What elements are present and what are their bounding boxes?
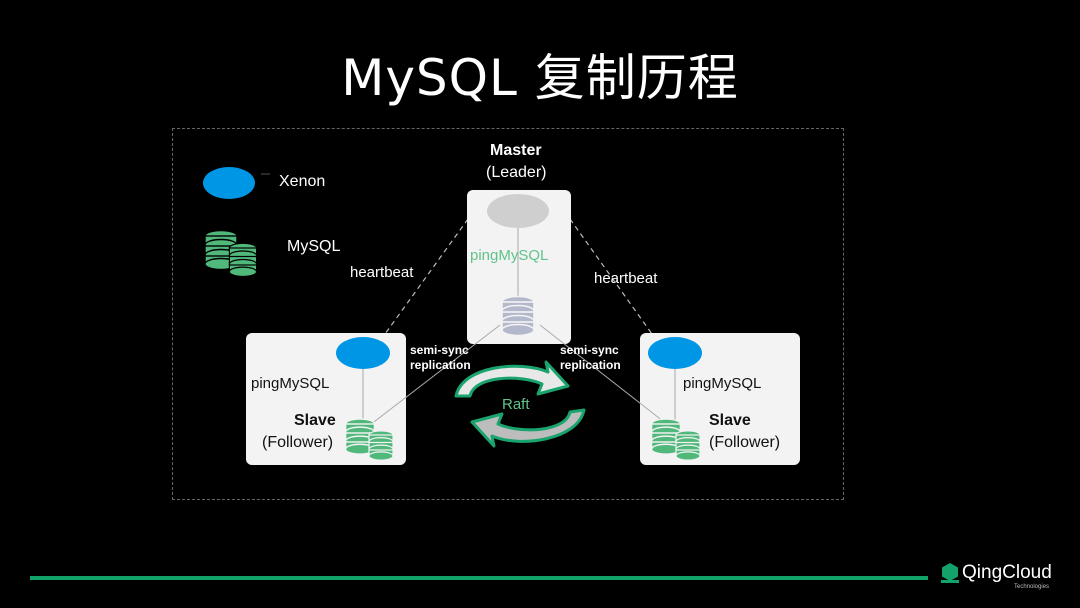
footer-divider bbox=[30, 576, 928, 580]
master-xenon bbox=[487, 194, 549, 228]
legend-mysql-label: MySQL bbox=[287, 238, 341, 255]
slave-left-ping-label: pingMySQL bbox=[251, 375, 330, 392]
raft-arrow-bottom bbox=[470, 408, 586, 448]
slave-left-role-sub-label: (Follower) bbox=[262, 434, 334, 451]
qingcloud-logo-icon bbox=[941, 563, 959, 583]
replication-link-right bbox=[539, 324, 669, 426]
heartbeat-label-right: heartbeat bbox=[594, 270, 658, 287]
diagram-frame bbox=[172, 128, 844, 500]
brand-subtitle: Technologies bbox=[1014, 584, 1050, 590]
master-role-sub-label: (Leader) bbox=[486, 164, 547, 181]
raft-cycle-icon bbox=[454, 360, 586, 448]
heartbeat-link-left bbox=[384, 218, 469, 335]
master-role-label: Master bbox=[490, 142, 542, 159]
heartbeat-link-right bbox=[569, 218, 653, 335]
brand-name: QingCloud bbox=[962, 562, 1052, 583]
master-ping-label: pingMySQL bbox=[470, 247, 549, 264]
slave-left-role-label: Slave bbox=[294, 412, 336, 429]
heartbeat-label-left: heartbeat bbox=[350, 264, 414, 281]
slave-left-xenon bbox=[336, 337, 390, 369]
master-node bbox=[467, 190, 571, 344]
raft-arrow-top bbox=[454, 360, 570, 398]
master-mysql-db bbox=[501, 295, 535, 337]
page-title: MySQL 复制历程 bbox=[341, 49, 739, 107]
replication-link-left bbox=[369, 324, 501, 426]
slave-right-role-label: Slave bbox=[709, 412, 751, 429]
legend-xenon-symbol bbox=[203, 167, 255, 199]
raft-label: Raft bbox=[502, 396, 530, 413]
slave-right-role-sub-label: (Follower) bbox=[709, 434, 781, 451]
semi-sync-label-left: semi-sync replication bbox=[410, 343, 471, 372]
semi-sync-label-right: semi-sync replication bbox=[560, 343, 621, 372]
legend-xenon-label: Xenon bbox=[279, 173, 326, 190]
slave-right-ping-label: pingMySQL bbox=[683, 375, 762, 392]
slave-right-xenon bbox=[648, 337, 702, 369]
legend-mysql-symbol bbox=[204, 229, 258, 278]
